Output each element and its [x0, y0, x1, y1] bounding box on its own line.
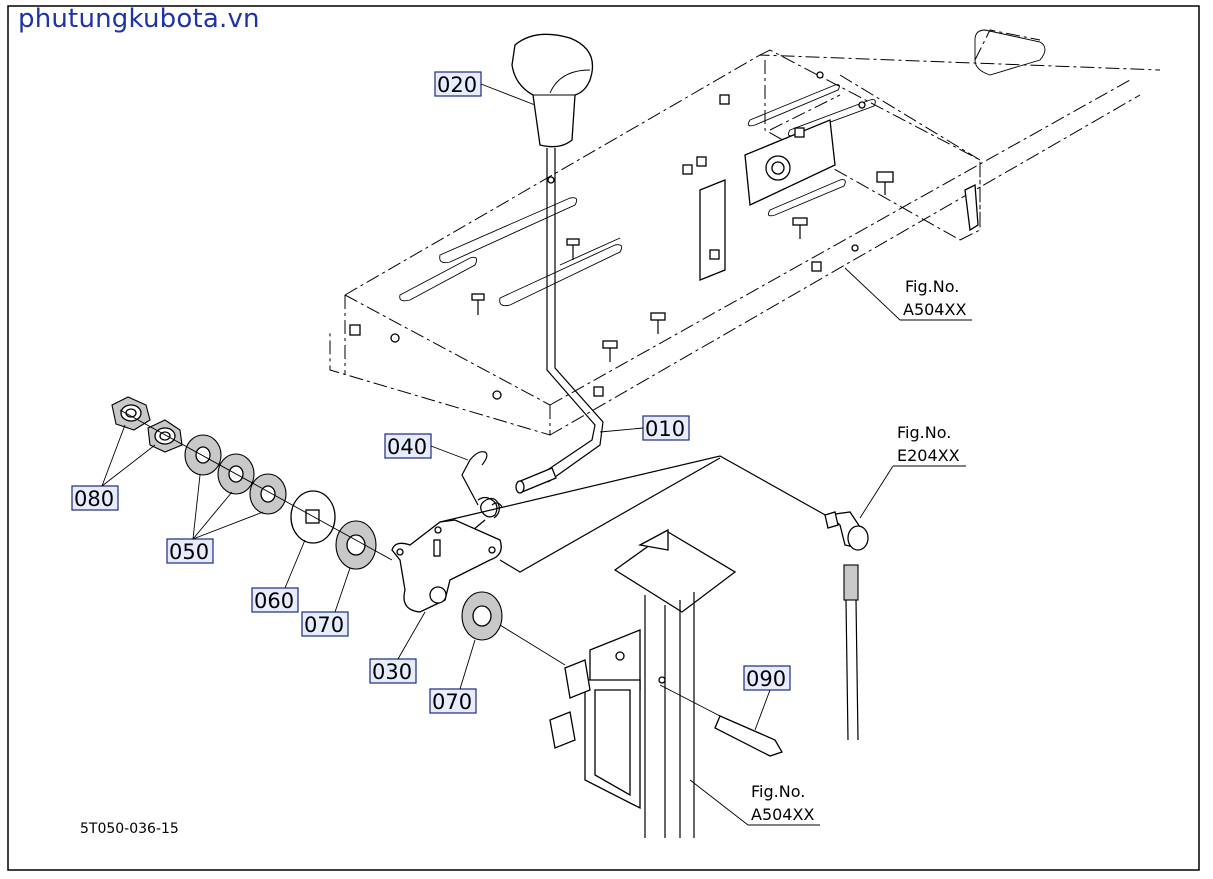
shift-bracket — [699, 119, 836, 281]
fig-ref-title: Fig.No. — [905, 277, 959, 296]
pin — [659, 684, 783, 757]
part-label-080-text: 080 — [74, 487, 114, 511]
part-label-060[interactable]: 060 — [251, 539, 306, 613]
assembly-axis — [119, 409, 393, 561]
assembly-axis-lower — [499, 624, 566, 666]
part-label-040[interactable]: 040 — [384, 433, 469, 461]
part-label-020[interactable]: 020 — [434, 71, 536, 106]
fig-ref-a504xx-lower[interactable]: Fig.No. A504XX — [689, 779, 820, 826]
part-label-050[interactable]: 050 — [166, 474, 264, 564]
part-label-060-text: 060 — [254, 589, 294, 613]
fig-ref-title: Fig.No. — [751, 782, 805, 801]
part-label-090[interactable]: 090 — [743, 665, 791, 731]
shift-lever-rod — [515, 148, 604, 494]
fig-ref-title: Fig.No. — [897, 423, 951, 442]
part-label-070-upper[interactable]: 070 — [301, 567, 351, 637]
site-watermark: phutungkubota.vn — [18, 4, 260, 34]
part-label-090-text: 090 — [746, 667, 786, 691]
flat-washer-a — [335, 520, 377, 570]
fig-ref-e204xx[interactable]: Fig.No. E204XX — [859, 423, 966, 519]
part-label-070-upper-text: 070 — [304, 613, 344, 637]
fig-ref-code: E204XX — [897, 446, 960, 465]
part-label-070-lower[interactable]: 070 — [429, 639, 477, 714]
part-label-010[interactable]: 010 — [599, 415, 690, 441]
part-label-070-lower-text: 070 — [432, 690, 472, 714]
fig-ref-a504xx-upper[interactable]: Fig.No. A504XX — [844, 267, 972, 321]
part-label-030-text: 030 — [372, 660, 412, 684]
part-label-020-text: 020 — [437, 73, 477, 97]
fig-ref-code: A504XX — [751, 805, 814, 824]
shift-cable — [439, 455, 869, 741]
fig-ref-code: A504XX — [903, 300, 966, 319]
shift-knob — [511, 33, 594, 148]
drawing-code: 5T050-036-15 — [80, 821, 179, 837]
square-washer — [290, 490, 336, 544]
chassis-frame — [329, 29, 1161, 436]
part-label-030[interactable]: 030 — [369, 611, 426, 684]
lower-bracket — [549, 528, 737, 838]
diagram-frame — [7, 5, 1200, 871]
part-label-010-text: 010 — [645, 417, 685, 441]
part-label-040-text: 040 — [387, 435, 427, 459]
flat-washer-b — [461, 591, 503, 641]
shift-plate — [391, 519, 502, 613]
frame-slots — [399, 84, 876, 307]
spring-washers — [184, 434, 287, 515]
part-label-080[interactable]: 080 — [71, 424, 156, 511]
part-label-050-text: 050 — [169, 540, 209, 564]
frame-bolts — [349, 71, 979, 400]
